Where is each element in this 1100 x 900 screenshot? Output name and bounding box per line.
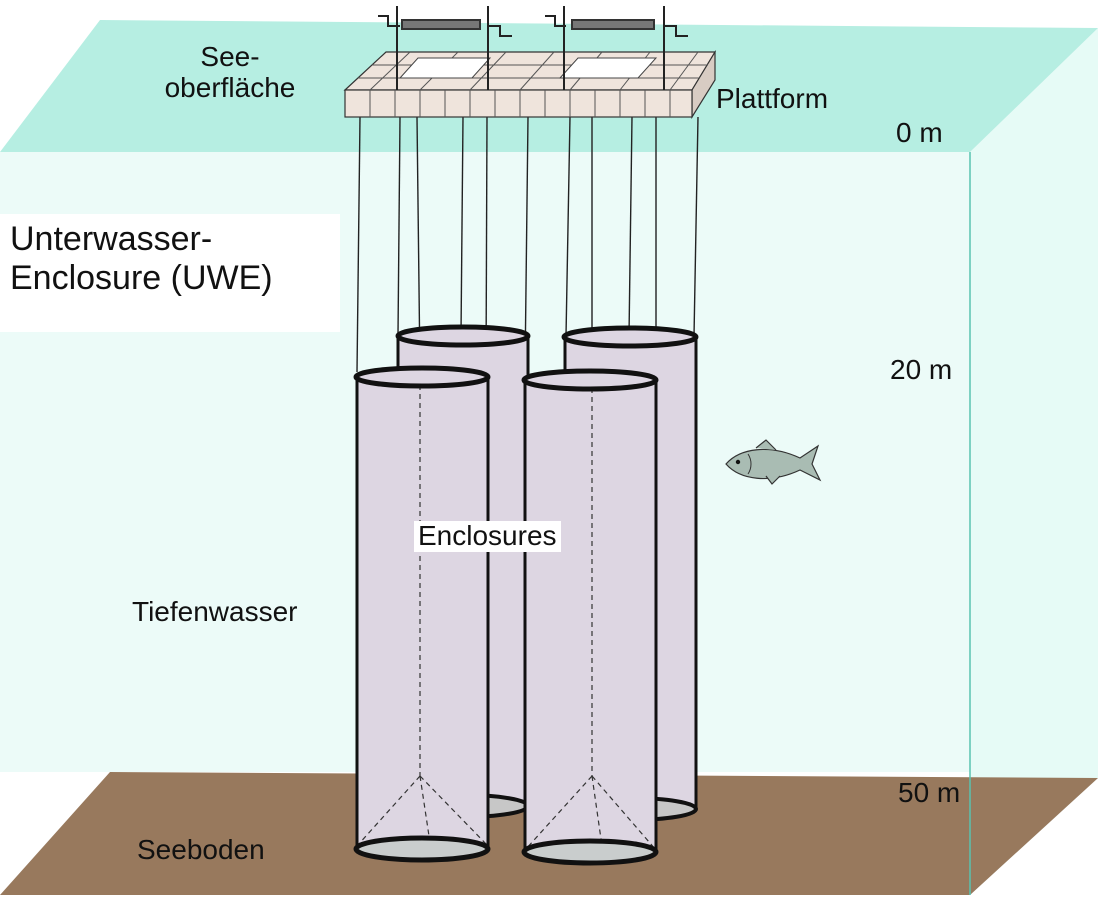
water-side-face [970, 28, 1098, 895]
lake-bottom-label: Seeboden [137, 834, 265, 865]
diagram-title: Unterwasser- Enclosure (UWE) [0, 214, 340, 332]
winch-frames [378, 6, 688, 90]
fish-icon [725, 439, 822, 485]
enclosure-front-left [353, 365, 491, 863]
surface-label-line1: See- [200, 41, 260, 72]
platform [343, 49, 717, 120]
depth-label-0m: 0 m [896, 117, 943, 148]
depth-label-20m: 20 m [890, 354, 953, 385]
deep-water-label: Tiefenwasser [132, 596, 298, 627]
enclosure-front-right [521, 368, 659, 866]
surface-label: See- oberfläche [150, 41, 310, 104]
diagram-title-line2: Enclosure (UWE) [10, 259, 273, 298]
enclosures-label: Enclosures [414, 520, 561, 552]
surface-label-line2: oberfläche [164, 71, 296, 103]
depth-label-50m: 50 m [898, 777, 961, 808]
platform-label: Plattform [716, 83, 829, 114]
diagram-title-line1: Unterwasser- [10, 220, 213, 258]
